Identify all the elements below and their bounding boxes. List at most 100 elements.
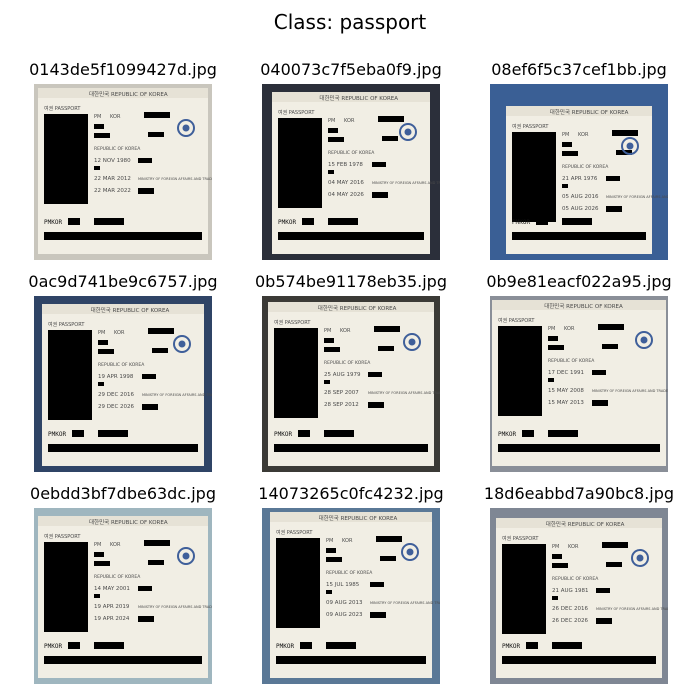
- country-code: KOR: [564, 326, 575, 332]
- redacted-passport-number: [374, 326, 400, 332]
- redacted-photo: [502, 544, 546, 634]
- nationality: REPUBLIC OF KOREA: [562, 164, 609, 170]
- page-top-band: [38, 88, 208, 98]
- redacted-given-name: [562, 151, 578, 156]
- passport-type: PM: [562, 132, 569, 138]
- date-of-issue: 22 MAR 2012: [94, 176, 131, 182]
- passport-header: 대한민국 REPUBLIC OF KOREA: [89, 518, 168, 526]
- mrz-line-1: PMKOR: [512, 219, 530, 226]
- issuing-authority: MINISTRY OF FOREIGN AFFAIRS AND TRADE: [138, 177, 212, 181]
- redacted-mrz-given: [552, 642, 582, 649]
- redacted-mrz-line-2: [48, 444, 198, 452]
- redacted-korean-name: [152, 348, 168, 353]
- redacted-signature: [138, 616, 154, 622]
- issuing-authority: MINISTRY OF FOREIGN AFFAIRS AND TRADE: [368, 391, 440, 395]
- redacted-mrz-name: [536, 218, 548, 225]
- passport-label: 여권 PASSPORT: [278, 109, 315, 116]
- redacted-sex: [94, 166, 100, 170]
- image-filename: 0ebdd3bf7dbe63dc.jpg: [30, 484, 216, 503]
- redacted-mrz-line-2: [502, 656, 656, 664]
- mrz-line-1: PMKOR: [278, 219, 296, 226]
- emblem-center: [406, 548, 414, 556]
- emblem-center: [408, 338, 416, 346]
- image-filename: 0b574be91178eb35.jpg: [255, 272, 447, 291]
- passport-label: 여권 PASSPORT: [502, 535, 539, 542]
- redacted-mrz-given: [326, 642, 356, 649]
- redacted-personal-number: [606, 176, 620, 181]
- redacted-surname: [552, 554, 562, 559]
- redacted-surname: [328, 128, 338, 133]
- redacted-given-name: [326, 557, 342, 562]
- issuing-authority: MINISTRY OF FOREIGN AFFAIRS AND TRADE: [370, 601, 440, 605]
- redacted-signature: [370, 612, 386, 618]
- redacted-passport-number: [378, 116, 404, 122]
- passport-header: 대한민국 REPUBLIC OF KOREA: [544, 302, 623, 310]
- redacted-signature: [592, 400, 608, 406]
- emblem-icon: [403, 333, 421, 351]
- redacted-korean-name: [148, 132, 164, 137]
- country-code: KOR: [110, 114, 121, 120]
- date-of-birth: 21 AUG 1981: [552, 588, 589, 594]
- redacted-mrz-name: [68, 642, 80, 649]
- redacted-surname: [548, 336, 558, 341]
- redacted-photo: [48, 330, 92, 420]
- date-of-issue: 19 APR 2019: [94, 604, 130, 610]
- date-of-issue: 28 SEP 2007: [324, 390, 359, 396]
- redacted-passport-number: [376, 536, 402, 542]
- redacted-given-name: [94, 133, 110, 138]
- date-of-expiry: 19 APR 2024: [94, 616, 130, 622]
- page-top-band: [38, 516, 208, 526]
- redacted-given-name: [94, 561, 110, 566]
- redacted-surname: [94, 552, 104, 557]
- date-of-birth: 15 FEB 1978: [328, 162, 363, 168]
- redacted-given-name: [324, 347, 340, 352]
- image-filename: 0b9e81eacf022a95.jpg: [486, 272, 672, 291]
- passport-type: PM: [552, 544, 559, 550]
- emblem-icon: [177, 547, 195, 565]
- nationality: REPUBLIC OF KOREA: [326, 570, 373, 576]
- redacted-signature: [368, 402, 384, 408]
- redacted-mrz-line-2: [498, 444, 660, 452]
- date-of-birth: 19 APR 1998: [98, 374, 134, 380]
- redacted-mrz-given: [328, 218, 358, 225]
- date-of-expiry: 26 DEC 2026: [552, 618, 589, 624]
- redacted-mrz-line-2: [44, 232, 202, 240]
- date-of-expiry: 29 DEC 2026: [98, 404, 135, 410]
- issuing-authority: MINISTRY OF FOREIGN AFFAIRS AND TRADE: [138, 605, 212, 609]
- redacted-photo: [278, 118, 322, 208]
- nationality: REPUBLIC OF KOREA: [552, 576, 599, 582]
- redacted-mrz-given: [94, 218, 124, 225]
- nationality: REPUBLIC OF KOREA: [94, 146, 141, 152]
- page-top-band: [506, 106, 652, 116]
- redacted-photo: [274, 328, 318, 418]
- redacted-signature: [372, 192, 388, 198]
- date-of-expiry: 28 SEP 2012: [324, 402, 359, 408]
- date-of-birth: 14 MAY 2001: [94, 586, 130, 592]
- redacted-sex: [324, 380, 330, 384]
- redacted-passport-number: [148, 328, 174, 334]
- redacted-sex: [552, 596, 558, 600]
- country-code: KOR: [568, 544, 579, 550]
- redacted-personal-number: [592, 370, 606, 375]
- passport-type: PM: [548, 326, 555, 332]
- redacted-surname: [94, 124, 104, 129]
- country-code: KOR: [578, 132, 589, 138]
- figure-title: Class: passport: [273, 10, 427, 34]
- date-of-expiry: 05 AUG 2026: [562, 206, 599, 212]
- mrz-line-1: PMKOR: [44, 643, 62, 650]
- issuing-authority: MINISTRY OF FOREIGN AFFAIRS AND TRADE: [372, 181, 440, 185]
- date-of-expiry: 09 AUG 2023: [326, 612, 363, 618]
- passport-type: PM: [94, 114, 101, 120]
